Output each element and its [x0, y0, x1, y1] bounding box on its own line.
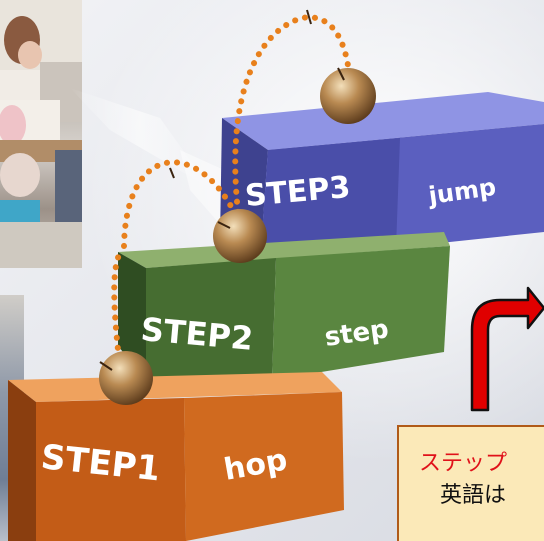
step2-side-face [272, 246, 450, 380]
ball-icon [320, 67, 376, 124]
step1-left-face [8, 380, 36, 541]
tick-mark [169, 167, 175, 179]
step1-block [8, 372, 344, 541]
ball-icon [99, 351, 153, 405]
step2-front-face [146, 258, 276, 380]
step3-front-shade [260, 138, 400, 262]
arrow-up-right-icon [470, 286, 544, 412]
step1-front-face [36, 398, 186, 541]
step2-block [118, 232, 450, 380]
step3-top-face [222, 92, 544, 150]
step2-top-face [118, 232, 450, 268]
jump-path-3 [232, 14, 353, 215]
note-text-red: ステップ [419, 451, 508, 476]
jump-path [111, 14, 353, 371]
tick-mark [306, 9, 312, 25]
note-text: 英語は [440, 483, 507, 508]
ball-icon [213, 209, 267, 263]
step3-block [220, 92, 544, 262]
jump-path-2 [121, 159, 239, 249]
step1-top-face [8, 372, 342, 402]
jump-path-1 [111, 247, 125, 371]
classroom-photo [0, 0, 82, 268]
step1-side-face [184, 392, 344, 541]
step2-left-face [118, 252, 146, 380]
note-box: ステップ 英語は [397, 425, 544, 541]
